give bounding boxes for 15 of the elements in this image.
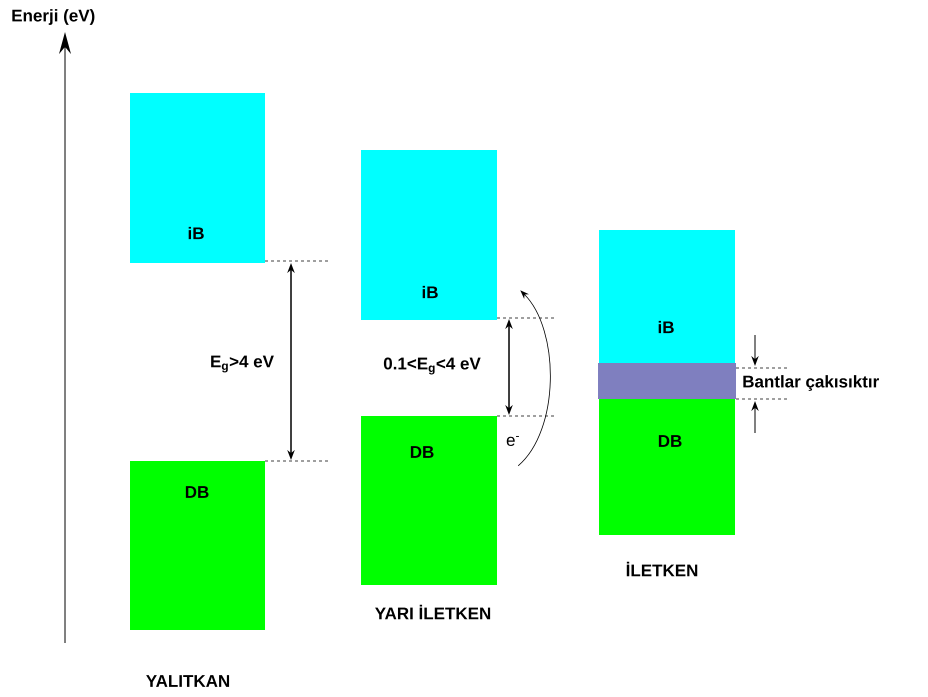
node-label: YARI İLETKEN [375, 604, 490, 620]
band-box: DB [599, 399, 735, 535]
node-label: İLETKEN [626, 562, 698, 576]
band-box: iB [130, 93, 265, 263]
band-box: DB [130, 461, 265, 630]
edge-label: e$^{-}$ [506, 436, 519, 446]
gap-label: 0.1<E$_{g}$<4 eV [384, 358, 481, 374]
band-box: iB [361, 150, 497, 320]
axis-title: Enerji (eV) [12, 9, 94, 25]
overlap-band [598, 363, 736, 399]
node-label: YALITKAN [146, 675, 230, 687]
gap-label: E$_{g}$>4 eV [211, 356, 274, 372]
band-box: DB [361, 416, 497, 585]
band-box: iB [599, 230, 735, 363]
overlap-label: Bantlar çakısıktır [743, 375, 879, 391]
